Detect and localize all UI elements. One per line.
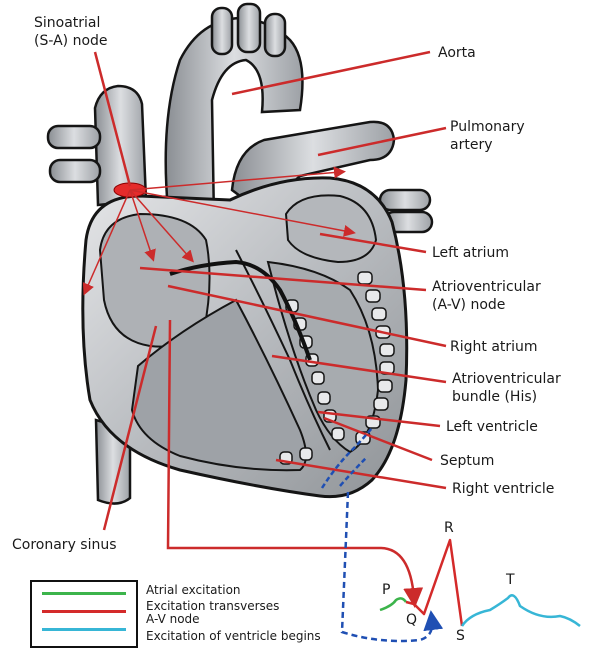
legend-swatch-av — [42, 610, 126, 613]
legend-swatch-ventricle — [42, 628, 126, 631]
label-coronary-sinus: Coronary sinus — [12, 536, 117, 554]
legend-text-av: Excitation transverses A-V node — [146, 600, 279, 626]
label-av-node: Atrioventricular(A-V) node — [432, 278, 541, 314]
ecg-label-t: T — [506, 572, 515, 588]
legend-swatch-atrial — [42, 592, 126, 595]
pulmonary-veins-right — [48, 126, 100, 182]
label-right-atrium: Right atrium — [450, 338, 538, 356]
legend-text-ventricle: Excitation of ventricle begins — [146, 630, 321, 643]
label-left-atrium: Left atrium — [432, 244, 509, 262]
ecg-p-wave — [380, 598, 406, 610]
ecg-label-r: R — [444, 520, 454, 536]
label-septum: Septum — [440, 452, 494, 470]
ecg-st-t — [462, 595, 580, 626]
label-sa-node: Sinoatrial(S-A) node — [34, 14, 108, 50]
ecg-label-p: P — [382, 582, 390, 598]
ventricle-conduction-path — [342, 492, 432, 641]
ecg-label-s: S — [456, 628, 465, 644]
label-left-ventricle: Left ventricle — [446, 418, 538, 436]
ecg-label-q: Q — [406, 612, 417, 628]
aortic-branches — [212, 4, 285, 56]
legend-text-atrial: Atrial excitation — [146, 584, 241, 597]
legend-box — [30, 580, 138, 648]
label-right-ventricle: Right ventricle — [452, 480, 554, 498]
label-aorta: Aorta — [438, 44, 476, 62]
